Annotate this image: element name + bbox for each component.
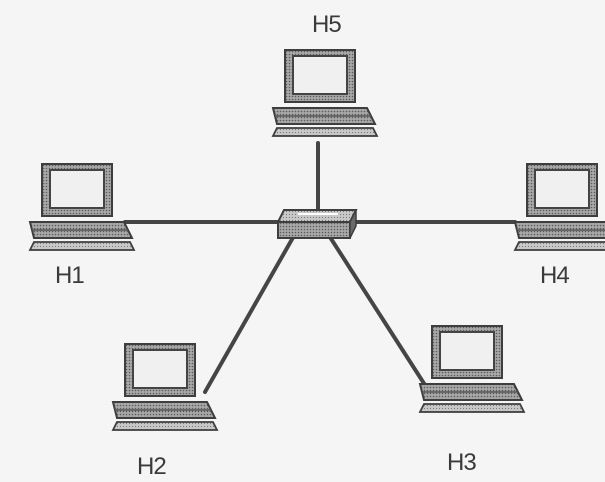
host-label-h2: H2 (137, 453, 166, 480)
host-h3 (419, 325, 525, 413)
host-h5 (272, 49, 378, 137)
host-h1 (29, 163, 135, 251)
link-hub-h3 (326, 232, 427, 387)
host-label-h5: H5 (312, 11, 341, 38)
computer-icon (419, 325, 525, 413)
switch-icon (276, 209, 358, 239)
link-hub-h2 (203, 232, 297, 394)
computer-icon (29, 163, 135, 251)
host-h2 (112, 343, 218, 431)
host-label-h3: H3 (447, 449, 476, 476)
links (123, 141, 517, 394)
computer-icon (514, 163, 605, 251)
host-h4 (514, 163, 605, 251)
computer-icon (272, 49, 378, 137)
computer-icon (112, 343, 218, 431)
host-label-h4: H4 (540, 262, 569, 289)
host-label-h1: H1 (55, 262, 84, 289)
